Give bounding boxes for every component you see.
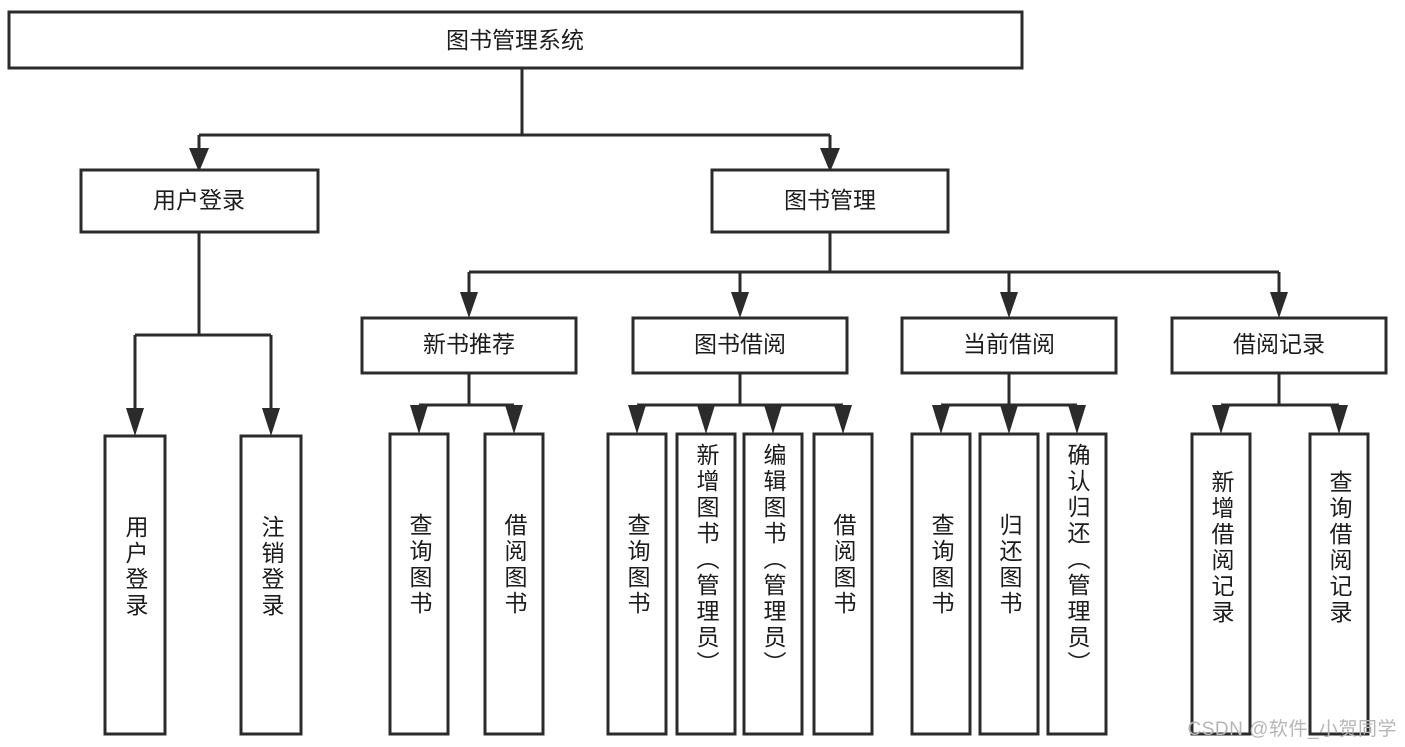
node-leaf-logout-label: 注销登录 (258, 515, 285, 619)
node-leaf-borrow-book-2-box[interactable] (812, 432, 874, 736)
node-leaf-query-book-1-box[interactable] (388, 432, 450, 736)
node-book-management-label: 图书管理 (784, 187, 876, 213)
node-leaf-query-book-3-label: 查询图书 (928, 513, 955, 617)
node-leaf-logout-box[interactable] (239, 434, 303, 736)
node-leaf-query-book-1[interactable]: 查询图书 (388, 432, 450, 736)
node-book-borrow-label: 图书借阅 (694, 331, 786, 357)
node-leaf-user-login-label: 用户登录 (122, 515, 149, 619)
arrow-head-leaf-borrow-book-1 (505, 405, 523, 434)
node-book-borrow[interactable]: 图书借阅 (631, 316, 849, 375)
node-leaf-user-login-box[interactable] (103, 434, 167, 736)
node-root[interactable]: 图书管理系统 (7, 10, 1024, 70)
node-root-label: 图书管理系统 (446, 27, 584, 53)
node-leaf-query-book-1-label: 查询图书 (406, 513, 433, 617)
node-user-login-box[interactable] (79, 168, 320, 234)
arrow-head-book-management (820, 148, 840, 172)
node-borrow-record-label: 借阅记录 (1233, 331, 1325, 357)
node-root-box[interactable] (7, 10, 1024, 70)
node-new-book-recommend-box[interactable] (360, 316, 578, 375)
node-leaf-query-book-2[interactable]: 查询图书 (606, 432, 668, 736)
node-leaf-confirm-return-box[interactable] (1046, 432, 1108, 736)
node-book-management-box[interactable] (710, 168, 950, 234)
node-leaf-add-record-box[interactable] (1190, 432, 1252, 736)
node-leaf-user-login[interactable]: 用户登录 (103, 434, 167, 736)
arrow-head-leaf-return-book (1000, 405, 1018, 434)
node-leaf-add-book-label: 新增图书（管理员） (693, 443, 720, 677)
arrow-head-leaf-borrow-book-2 (834, 405, 852, 434)
node-leaf-query-book-2-label: 查询图书 (624, 513, 651, 617)
node-leaf-borrow-book-2[interactable]: 借阅图书 (812, 432, 874, 736)
node-leaf-add-book[interactable]: 新增图书（管理员） (675, 432, 737, 736)
node-current-borrow-box[interactable] (900, 316, 1118, 375)
node-leaf-add-record[interactable]: 新增借阅记录 (1190, 432, 1252, 736)
node-book-management[interactable]: 图书管理 (710, 168, 950, 234)
node-leaf-confirm-return[interactable]: 确认归还（管理员） (1046, 432, 1108, 736)
arrow-head-leaf-add-book (697, 405, 715, 434)
arrow-head-leaf-edit-book (764, 405, 782, 434)
node-user-login-label: 用户登录 (153, 187, 245, 213)
node-leaf-return-book[interactable]: 归还图书 (978, 432, 1040, 736)
node-book-borrow-box[interactable] (631, 316, 849, 375)
arrow-head-borrow-record (1270, 292, 1288, 318)
arrow-head-leaf-logout (262, 408, 280, 436)
node-leaf-logout[interactable]: 注销登录 (239, 434, 303, 736)
node-leaf-query-record[interactable]: 查询借阅记录 (1308, 432, 1370, 736)
arrow-head-leaf-user-login (126, 408, 144, 436)
arrow-head-leaf-query-record (1330, 405, 1348, 434)
node-borrow-record[interactable]: 借阅记录 (1170, 316, 1388, 375)
arrow-head-leaf-query-book-2 (628, 405, 646, 434)
connector-layer (126, 68, 1348, 436)
node-leaf-query-book-3[interactable]: 查询图书 (910, 432, 972, 736)
node-leaf-return-book-box[interactable] (978, 432, 1040, 736)
node-leaf-borrow-book-1-box[interactable] (483, 432, 545, 736)
arrow-head-leaf-add-record (1212, 405, 1230, 434)
node-user-login[interactable]: 用户登录 (79, 168, 320, 234)
arrow-head-user-login (189, 148, 209, 172)
node-leaf-query-book-2-box[interactable] (606, 432, 668, 736)
arrow-head-leaf-confirm-return (1068, 405, 1086, 434)
node-leaf-borrow-book-1-label: 借阅图书 (501, 513, 528, 617)
node-leaf-edit-book[interactable]: 编辑图书（管理员） (742, 432, 804, 736)
node-leaf-edit-book-box[interactable] (742, 432, 804, 736)
node-new-book-recommend[interactable]: 新书推荐 (360, 316, 578, 375)
node-leaf-edit-book-label: 编辑图书（管理员） (760, 443, 787, 677)
node-leaf-query-book-3-box[interactable] (910, 432, 972, 736)
node-leaf-query-record-box[interactable] (1308, 432, 1370, 736)
arrow-head-current-borrow (1000, 292, 1018, 318)
node-current-borrow-label: 当前借阅 (963, 331, 1055, 357)
arrow-head-new-book-recommend (460, 292, 478, 318)
arrow-head-book-borrow (731, 292, 749, 318)
node-leaf-add-record-label: 新增借阅记录 (1208, 470, 1235, 626)
node-leaf-borrow-book-1[interactable]: 借阅图书 (483, 432, 545, 736)
node-leaf-add-book-box[interactable] (675, 432, 737, 736)
arrow-head-leaf-query-book-1 (410, 405, 428, 434)
node-new-book-recommend-label: 新书推荐 (423, 331, 515, 357)
node-leaf-borrow-book-2-label: 借阅图书 (830, 513, 857, 617)
node-leaf-query-record-label: 查询借阅记录 (1326, 470, 1353, 626)
node-borrow-record-box[interactable] (1170, 316, 1388, 375)
arrow-head-leaf-query-book-3 (932, 405, 950, 434)
node-leaf-return-book-label: 归还图书 (996, 513, 1023, 617)
node-current-borrow[interactable]: 当前借阅 (900, 316, 1118, 375)
node-leaf-confirm-return-label: 确认归还（管理员） (1064, 443, 1091, 677)
